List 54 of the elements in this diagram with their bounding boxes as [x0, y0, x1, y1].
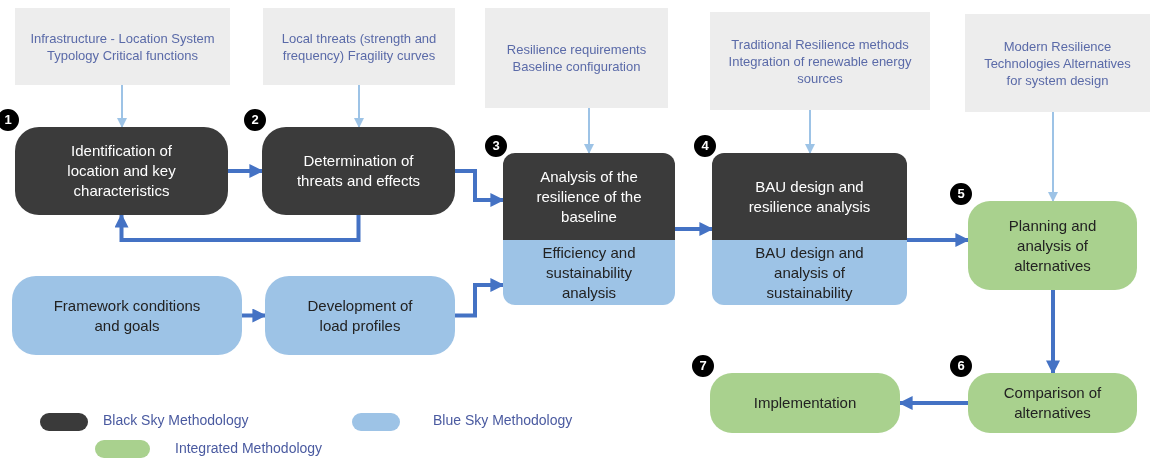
arrow	[117, 84, 127, 128]
step-number-badge: 7	[690, 353, 716, 379]
input-box	[965, 14, 1150, 112]
process-box	[262, 127, 455, 215]
arrow	[907, 233, 970, 247]
legend-label: Integrated Methodology	[175, 440, 323, 456]
input-text: Modern Resilience Technologies Alternatives for system design	[983, 37, 1132, 89]
input-text: Resilience requirements Baseline configuration	[505, 41, 648, 75]
process-box	[503, 153, 675, 305]
step-number-badge: 4	[692, 133, 718, 159]
input-text: Local threats (strength and frequency) Fragility curves	[280, 29, 438, 64]
input-box	[15, 8, 230, 85]
arrow	[455, 278, 505, 318]
step-label: Planning and analysis of alternatives	[1007, 215, 1098, 276]
input-text: Infrastructure - Location System Typology Critical functions	[29, 29, 216, 64]
arrow	[354, 84, 364, 128]
input-text: Traditional Resilience methods Integration of renewable energy sources	[727, 35, 913, 87]
step-subtitle: Efficiency and sustainability analysis	[541, 242, 637, 303]
arrow	[114, 213, 361, 242]
process-box	[712, 153, 907, 305]
legend-label: Black Sky Methodology	[103, 412, 249, 428]
step-label: Comparison of alternatives	[1002, 383, 1103, 423]
step-title: Analysis of the resilience of the baseline	[535, 166, 643, 227]
arrow	[584, 107, 594, 154]
input-box	[263, 8, 455, 85]
step-label: Framework conditions and goals	[52, 295, 202, 336]
step-label: Development of load profiles	[306, 295, 414, 336]
arrow	[805, 109, 815, 154]
arrow	[675, 222, 714, 236]
process-box	[968, 373, 1137, 433]
process-box	[968, 201, 1137, 290]
step-number-badge: 5	[948, 181, 974, 207]
arrow	[228, 164, 264, 178]
process-box	[265, 276, 455, 355]
step-title: BAU design and resilience analysis	[747, 176, 872, 217]
arrow	[455, 169, 505, 207]
arrow	[1046, 290, 1060, 375]
step-number-badge: 3	[483, 133, 509, 159]
arrow	[898, 396, 968, 410]
step-number-badge: 1	[0, 107, 21, 133]
step-subtitle: BAU design and analysis of sustainability	[754, 242, 865, 303]
step-number-badge: 6	[948, 353, 974, 379]
process-box	[710, 373, 900, 433]
step-label: Determination of threats and effects	[295, 151, 422, 191]
input-box	[710, 12, 930, 110]
process-box	[12, 276, 242, 355]
process-box	[15, 127, 228, 215]
arrow	[242, 308, 267, 323]
input-box	[485, 8, 668, 108]
arrow	[1048, 111, 1058, 202]
step-number-badge: 2	[242, 107, 268, 133]
step-label: Identification of location and key characteristics	[66, 141, 177, 201]
step-label: Implementation	[753, 393, 857, 413]
legend-label: Blue Sky Methodology	[433, 412, 573, 428]
